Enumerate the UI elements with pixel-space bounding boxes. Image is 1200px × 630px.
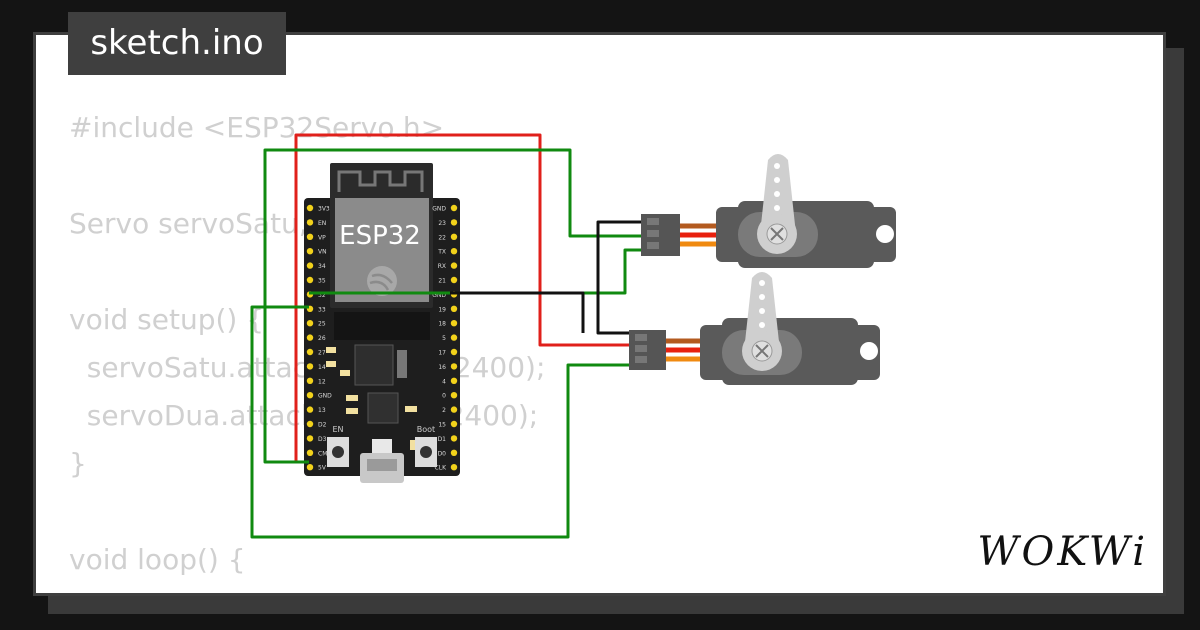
wire-green-servo2-signal [250,305,633,539]
en-button[interactable] [327,437,349,467]
pin-label: D1 [438,436,447,443]
pin-label: 2 [442,407,446,414]
pin-label: 25 [318,321,326,328]
pin-D2[interactable] [306,420,314,428]
pin-label: 27 [318,350,326,357]
servo-2[interactable] [629,272,880,385]
pin-5[interactable] [450,334,458,341]
servo-1[interactable] [641,154,896,268]
pin-3V3[interactable] [306,204,314,212]
pin-5V[interactable] [306,464,314,471]
boot-button[interactable] [415,437,437,467]
pin-label: 3V3 [318,206,330,213]
pin-label: 21 [438,278,446,285]
pin-16[interactable] [450,363,458,370]
usb-port [360,439,404,483]
pin-label: 26 [318,335,326,342]
pin-EN[interactable] [306,219,314,226]
pin-label: 15 [438,422,446,429]
esp32-board[interactable]: ESP32 EN Boot 3 [304,163,460,483]
pin-label: VN [318,249,327,256]
pin-D1[interactable] [450,435,458,442]
pin-21[interactable] [450,276,458,284]
pin-label: D3 [318,436,327,443]
pin-35[interactable] [306,276,314,284]
pin-14[interactable] [306,363,314,370]
code-area-frame: #include <ESP32Servo.h>Servo servoSatu, … [33,32,1166,596]
wire-green-servo1-signal [263,148,645,464]
pin-label: 12 [318,378,326,385]
pin-13[interactable] [306,406,314,413]
pin-label: 13 [318,407,326,414]
pin-VP[interactable] [306,233,314,240]
esp32-label: ESP32 [339,221,421,251]
code-line: #include <ESP32Servo.h> [69,111,445,144]
en-button-label: EN [332,425,343,434]
pin-GND[interactable] [450,204,458,212]
pin-18[interactable] [450,320,458,327]
pin-label: 4 [442,378,446,385]
pin-label: 17 [438,350,446,357]
pin-label: CMD [318,450,332,457]
pin-label: 5V [318,465,327,472]
pin-label: 5 [442,335,446,342]
pin-label: GND [432,292,446,299]
pin-label: 22 [438,234,446,241]
pin-label: 0 [442,393,446,400]
pin-25[interactable] [306,320,314,327]
pin-label: CLK [435,465,448,472]
pin-D3[interactable] [306,435,314,442]
pin-label: GND [318,393,332,400]
pin-label: 14 [318,364,326,371]
pin-2[interactable] [450,406,458,413]
pin-label: EN [318,220,326,227]
pin-label: 32 [318,292,326,299]
pin-label: D2 [318,422,327,429]
pin-label: D0 [438,450,447,457]
wire-black-gnd-1 [596,220,645,335]
pin-19[interactable] [450,305,458,312]
code-line: servoSatu.write(0); [69,584,545,593]
pin-GND[interactable] [306,392,314,399]
pin-label: RX [438,263,446,270]
wires [250,133,645,539]
pin-D0[interactable] [450,449,458,456]
wire-black-gnd-2 [450,291,585,333]
wokwi-logo: WOKWi [977,529,1148,575]
pin-label: 16 [438,364,446,371]
code-editor: #include <ESP32Servo.h>Servo servoSatu, … [69,104,545,593]
pin-22[interactable] [450,233,458,240]
file-tab[interactable]: sketch.ino [68,12,286,75]
pin-label: 34 [318,263,326,270]
pin-12[interactable] [306,377,314,384]
pin-34[interactable] [306,262,314,269]
boot-button-label: Boot [417,425,435,434]
code-line: } [69,447,87,480]
pin-4[interactable] [450,377,458,384]
espressif-logo-icon [367,266,397,296]
pin-label: 23 [438,220,446,227]
pin-VN[interactable] [306,248,314,255]
pin-label: VP [318,234,326,241]
pin-label: 19 [438,306,446,313]
pin-15[interactable] [450,420,458,428]
pin-label: 33 [318,306,326,313]
pin-label: GND [432,206,446,213]
pin-CLK[interactable] [450,464,458,471]
pin-27[interactable] [306,348,314,356]
pin-23[interactable] [450,219,458,226]
pin-0[interactable] [450,392,458,399]
pin-RX[interactable] [450,262,458,269]
code-line: void loop() { [69,543,246,576]
pin-17[interactable] [450,348,458,356]
pin-26[interactable] [306,334,314,341]
pin-label: 35 [318,278,326,285]
pin-label: 18 [438,321,446,328]
pin-CMD[interactable] [306,449,314,456]
pin-label: TX [437,249,446,256]
pin-TX[interactable] [450,248,458,255]
